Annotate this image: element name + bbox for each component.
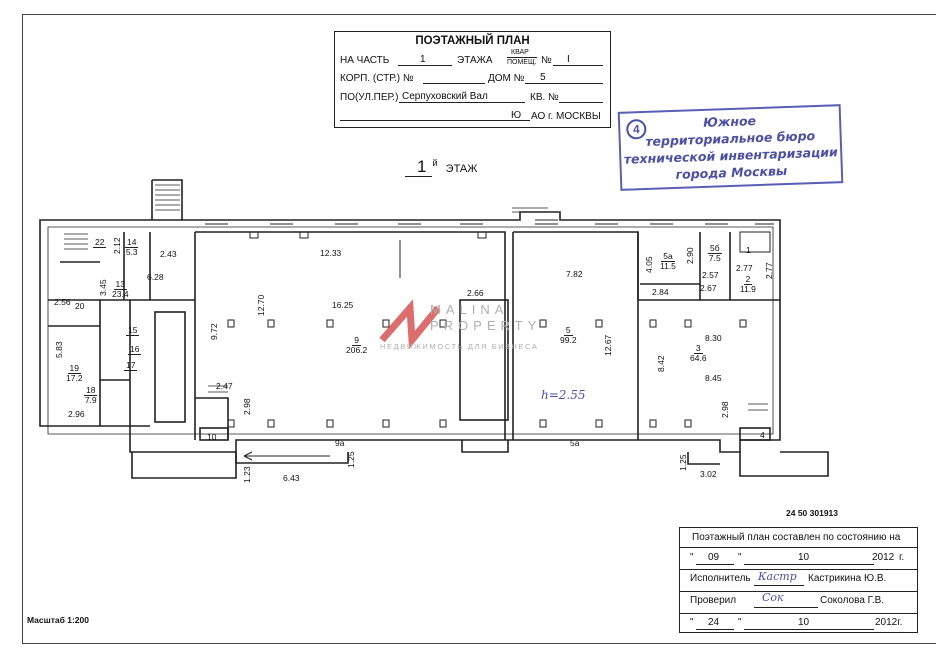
dimension-label: 2.57 (702, 270, 719, 280)
approval-month: 10 (798, 617, 810, 628)
room-label: 9а (335, 438, 345, 448)
executor-signature: Кастр (758, 570, 797, 583)
dimension-label: 2.66 (467, 288, 484, 298)
pomesh-label: ПОМЕЩ. (507, 59, 537, 66)
ceiling-height-note: h=2.55 (541, 388, 586, 402)
dimension-label: 2.43 (160, 249, 177, 259)
approval-year: 2012г. (875, 617, 903, 628)
floor-word: ЭТАЖА (457, 55, 493, 66)
watermark-tagline: НЕДВИЖИМОСТЬ ДЛЯ БИЗНЕСА (380, 342, 539, 351)
street-label: ПО(УЛ.ПЕР.) (340, 92, 399, 103)
dom-label: ДОМ № (488, 73, 525, 84)
street-value: Серпуховский Вал (402, 91, 488, 102)
quote-mark: " (690, 617, 694, 628)
dimension-label: 2.98 (242, 398, 252, 415)
dimension-label: 2.12 (112, 237, 122, 254)
executor-name: Кастрикина Ю.В. (808, 573, 887, 584)
room-label: 20 (75, 301, 85, 311)
dimension-label: 6.28 (147, 272, 164, 282)
dimension-label: 2.67 (700, 283, 717, 293)
floor-suffix: й (432, 158, 438, 168)
info-caption: Поэтажный план составлен по состоянию на (692, 532, 901, 543)
title-block: ПОЭТАЖНЫЙ ПЛАН НА ЧАСТЬ 1 ЭТАЖА КВАР ПОМ… (334, 31, 611, 128)
dimension-label: 2.77 (764, 262, 774, 279)
date-year: 2012 (872, 552, 895, 563)
room-label: 10 (207, 432, 217, 442)
document-code: 24 50 301913 (786, 508, 838, 518)
dimension-label: 2.47 (216, 381, 233, 391)
kv-label: КВ. № (530, 92, 559, 103)
dimension-label: 2.98 (720, 401, 730, 418)
certification-block: Поэтажный план составлен по состоянию на… (679, 527, 918, 633)
dimension-label: 2.84 (652, 287, 669, 297)
dimension-label: 8.45 (705, 373, 722, 383)
kvar-label: КВАР (511, 49, 529, 56)
part-label: НА ЧАСТЬ (340, 55, 390, 66)
dimension-label: 2.96 (68, 409, 85, 419)
dimension-label: 2.56 (54, 297, 71, 307)
room-label: 5а (570, 438, 580, 448)
date-month: 10 (798, 552, 810, 563)
dimension-label: 2.77 (736, 263, 753, 273)
dimension-label: 3.45 (98, 279, 108, 296)
room-label: 15 (126, 325, 140, 336)
checker-label: Проверил (690, 595, 737, 606)
room-label: 17 (124, 360, 138, 371)
no-label: № (541, 55, 552, 66)
checker-signature: Сок (762, 591, 784, 604)
dimension-label: 5.83 (54, 341, 64, 358)
dimension-label: 8.42 (656, 355, 666, 372)
dimension-label: 12.33 (320, 248, 342, 258)
executor-label: Исполнитель (690, 573, 751, 584)
part-value: 1 (420, 54, 426, 65)
quote-mark: " (738, 552, 742, 563)
date-year-suffix: г. (899, 552, 905, 563)
dom-value: 5 (540, 72, 546, 83)
dimension-label: 12.70 (256, 294, 266, 316)
watermark-brand: MALINA PROPERTY (430, 302, 542, 334)
approval-day: 24 (708, 617, 720, 628)
dimension-label: 1.25 (678, 454, 688, 471)
room-label: 16 (128, 344, 142, 355)
room-label: 22 (93, 237, 107, 248)
dimension-label: 1.25 (346, 451, 356, 468)
room-label: 4 (760, 430, 765, 440)
plan-title: ПОЭТАЖНЫЙ ПЛАН (415, 35, 530, 47)
no-value: I (567, 54, 570, 65)
dimension-label: 4.05 (644, 256, 654, 273)
city-label: АО г. МОСКВЫ (531, 111, 601, 122)
dimension-label: 8.30 (705, 333, 722, 343)
floor-number: 1 (405, 157, 433, 177)
dimension-label: 3.02 (700, 469, 717, 479)
dimension-label: 9.72 (209, 323, 219, 340)
checker-name: Соколова Г.В. (820, 595, 885, 606)
quote-mark: " (690, 552, 694, 563)
dimension-label: 2.90 (685, 247, 695, 264)
dimension-label: 12.67 (603, 334, 613, 356)
dimension-label: 7.82 (566, 269, 583, 279)
scale-label: Масштаб 1:200 (27, 615, 89, 625)
room-label: 1 (746, 245, 751, 255)
floor-word-label: ЭТАЖ (445, 163, 478, 175)
korp-label: КОРП. (СТР.) № (340, 73, 414, 84)
quote-mark: " (738, 617, 742, 628)
district-value: Ю (511, 110, 522, 121)
sheet-border (22, 14, 936, 644)
date-day: 09 (708, 552, 720, 563)
dimension-label: 1.23 (242, 466, 252, 483)
dimension-label: 16.25 (332, 300, 354, 310)
dimension-label: 6.43 (283, 473, 300, 483)
